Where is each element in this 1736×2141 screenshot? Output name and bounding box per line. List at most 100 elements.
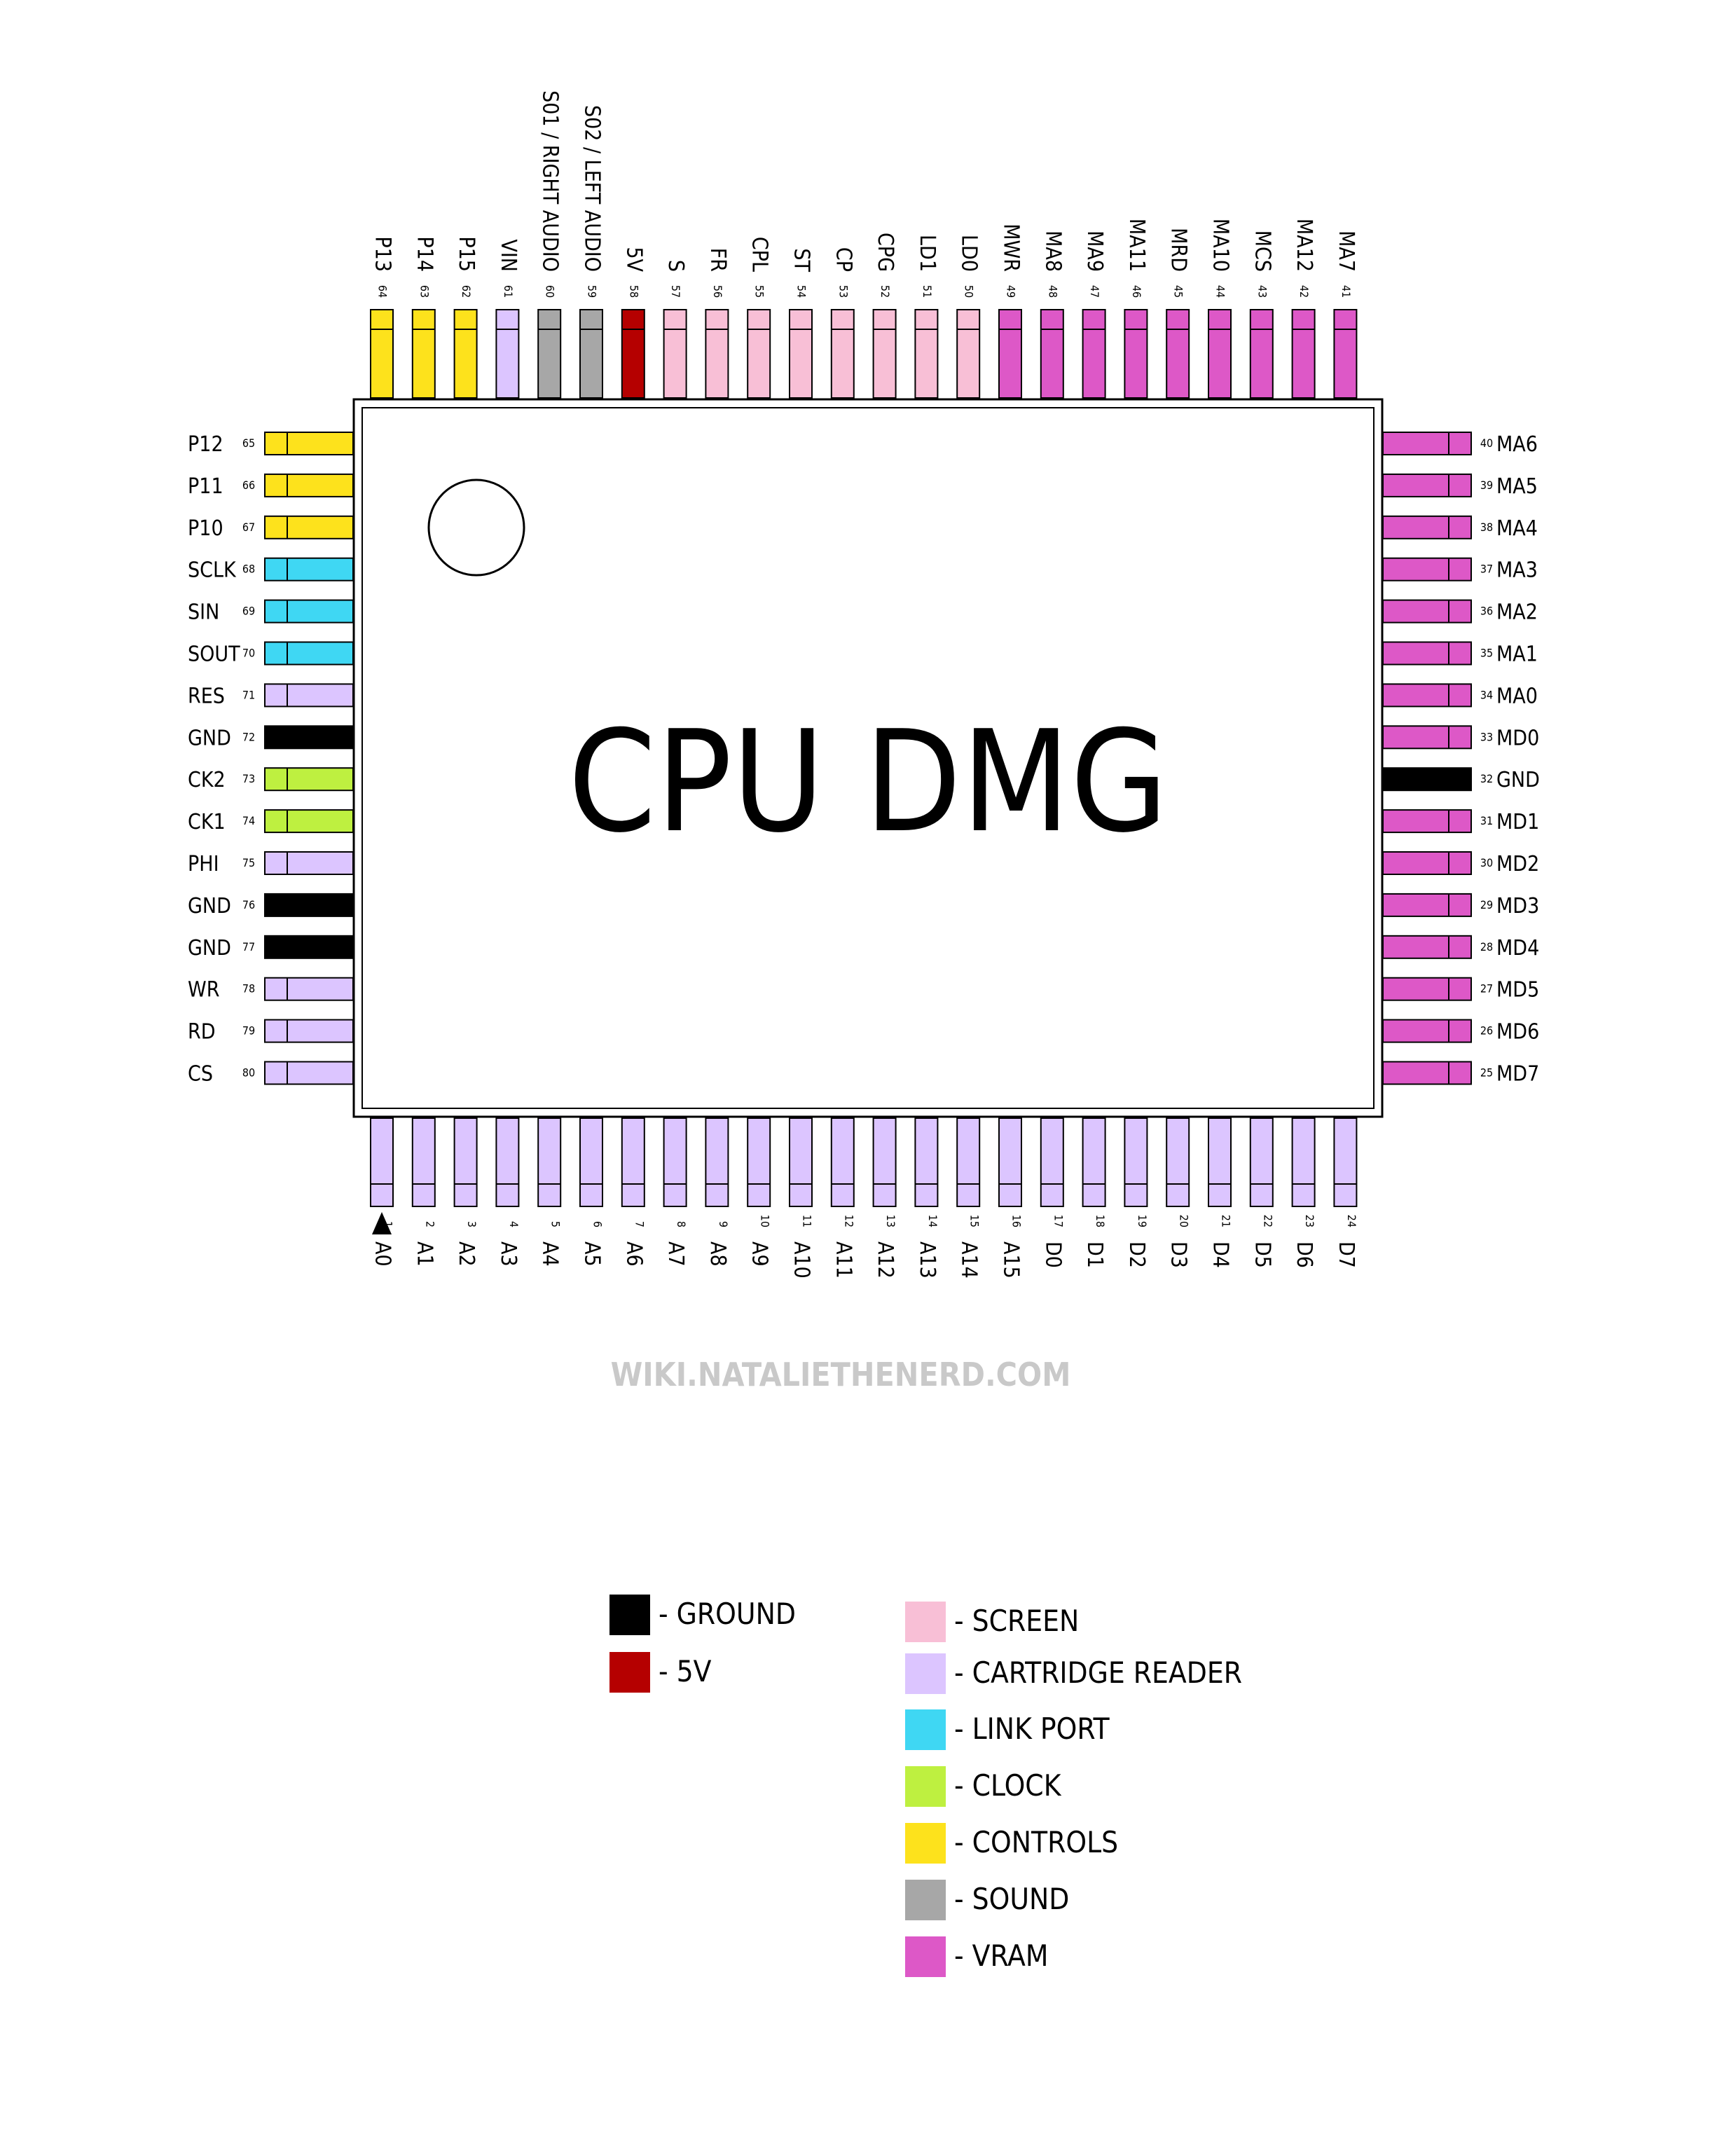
pin-lead <box>1291 309 1316 399</box>
pin-lead <box>1040 1117 1064 1207</box>
pin-number: 73 <box>242 772 255 785</box>
pin-number: 62 <box>460 285 473 298</box>
pin-label: CP <box>831 247 855 272</box>
legend-item-ground: - GROUND <box>609 1595 796 1635</box>
pin-label: MA6 <box>1496 432 1538 457</box>
pin-number: 39 <box>1480 479 1493 492</box>
pin-lead <box>264 935 354 959</box>
chip-body: CPU DMG <box>352 398 1384 1118</box>
pin-number: 78 <box>242 982 255 996</box>
pin-lead <box>789 1117 813 1207</box>
pin-label: SCLK <box>188 558 237 583</box>
pin-label: LD0 <box>957 235 981 272</box>
pin-label: MA3 <box>1496 558 1538 583</box>
pin-lead <box>1333 1117 1358 1207</box>
pin-number: 20 <box>1178 1215 1191 1227</box>
pin-lead <box>747 1117 771 1207</box>
pin-label: RES <box>188 684 225 708</box>
pin-number: 51 <box>921 285 934 298</box>
pin-label: CPG <box>873 233 897 272</box>
pin-label: MA11 <box>1124 219 1149 272</box>
pin-lead <box>621 1117 645 1207</box>
pin-label: D1 <box>1082 1241 1107 1268</box>
pin-lead <box>1249 309 1274 399</box>
legend-swatch <box>609 1652 650 1693</box>
pin-label: P11 <box>188 474 223 499</box>
pin-lead <box>1249 1117 1274 1207</box>
legend-item-controls: - CONTROLS <box>905 1823 1118 1864</box>
pin-lead <box>1382 935 1472 959</box>
legend-item-clock: - CLOCK <box>905 1766 1062 1807</box>
pin-number: 28 <box>1480 940 1493 954</box>
pin-label: CPL <box>748 237 772 272</box>
pin-lead <box>1208 1117 1232 1207</box>
pin-number: 38 <box>1480 521 1493 534</box>
pin-number: 34 <box>1480 688 1493 701</box>
pin-lead <box>370 309 394 399</box>
pin-label: MA2 <box>1496 600 1538 625</box>
legend-swatch <box>905 1766 946 1807</box>
pin-number: 9 <box>717 1221 730 1227</box>
pin-number: 69 <box>242 605 255 618</box>
pin-label: MA8 <box>1040 230 1065 272</box>
legend-swatch <box>609 1595 650 1635</box>
pin-label: MRD <box>1166 228 1191 272</box>
pin-lead <box>621 309 645 399</box>
pin-lead <box>1082 309 1106 399</box>
pin-lead <box>264 515 354 539</box>
pin-label: A7 <box>663 1241 688 1267</box>
pin-lead <box>453 309 478 399</box>
pin-label: A12 <box>873 1241 897 1279</box>
pin-number: 72 <box>242 730 255 743</box>
pin-number: 61 <box>502 285 515 298</box>
pin-number: 80 <box>242 1066 255 1080</box>
pin-number: 4 <box>507 1221 521 1227</box>
pin-lead <box>1382 1061 1472 1085</box>
legend-swatch <box>905 1653 946 1694</box>
pin-label: MWR <box>999 223 1024 272</box>
pin-lead <box>579 309 603 399</box>
pin-lead <box>1382 641 1472 666</box>
pin-number: 25 <box>1480 1066 1493 1080</box>
pin-number: 31 <box>1480 814 1493 827</box>
pin-2-a1: 2A1 <box>411 1117 436 1267</box>
pin-number: 7 <box>633 1221 646 1227</box>
pin-lead <box>830 309 855 399</box>
pin-lead <box>1382 432 1472 455</box>
pin-number: 22 <box>1261 1215 1274 1227</box>
pin-5-a4: 5A4 <box>537 1117 563 1267</box>
pin-number: 11 <box>801 1215 814 1227</box>
pin-number: 77 <box>242 940 255 954</box>
pin-lead <box>956 1117 981 1207</box>
pin-number: 52 <box>879 285 892 298</box>
pin-label: PHI <box>188 852 219 876</box>
bottom-pin-row: 1A02A13A24A35A46A57A68A79A810A911A1012A1… <box>370 1117 1358 1279</box>
pin-number: 67 <box>242 521 255 534</box>
pin-label: D7 <box>1334 1241 1358 1268</box>
pin-lead <box>264 809 354 834</box>
